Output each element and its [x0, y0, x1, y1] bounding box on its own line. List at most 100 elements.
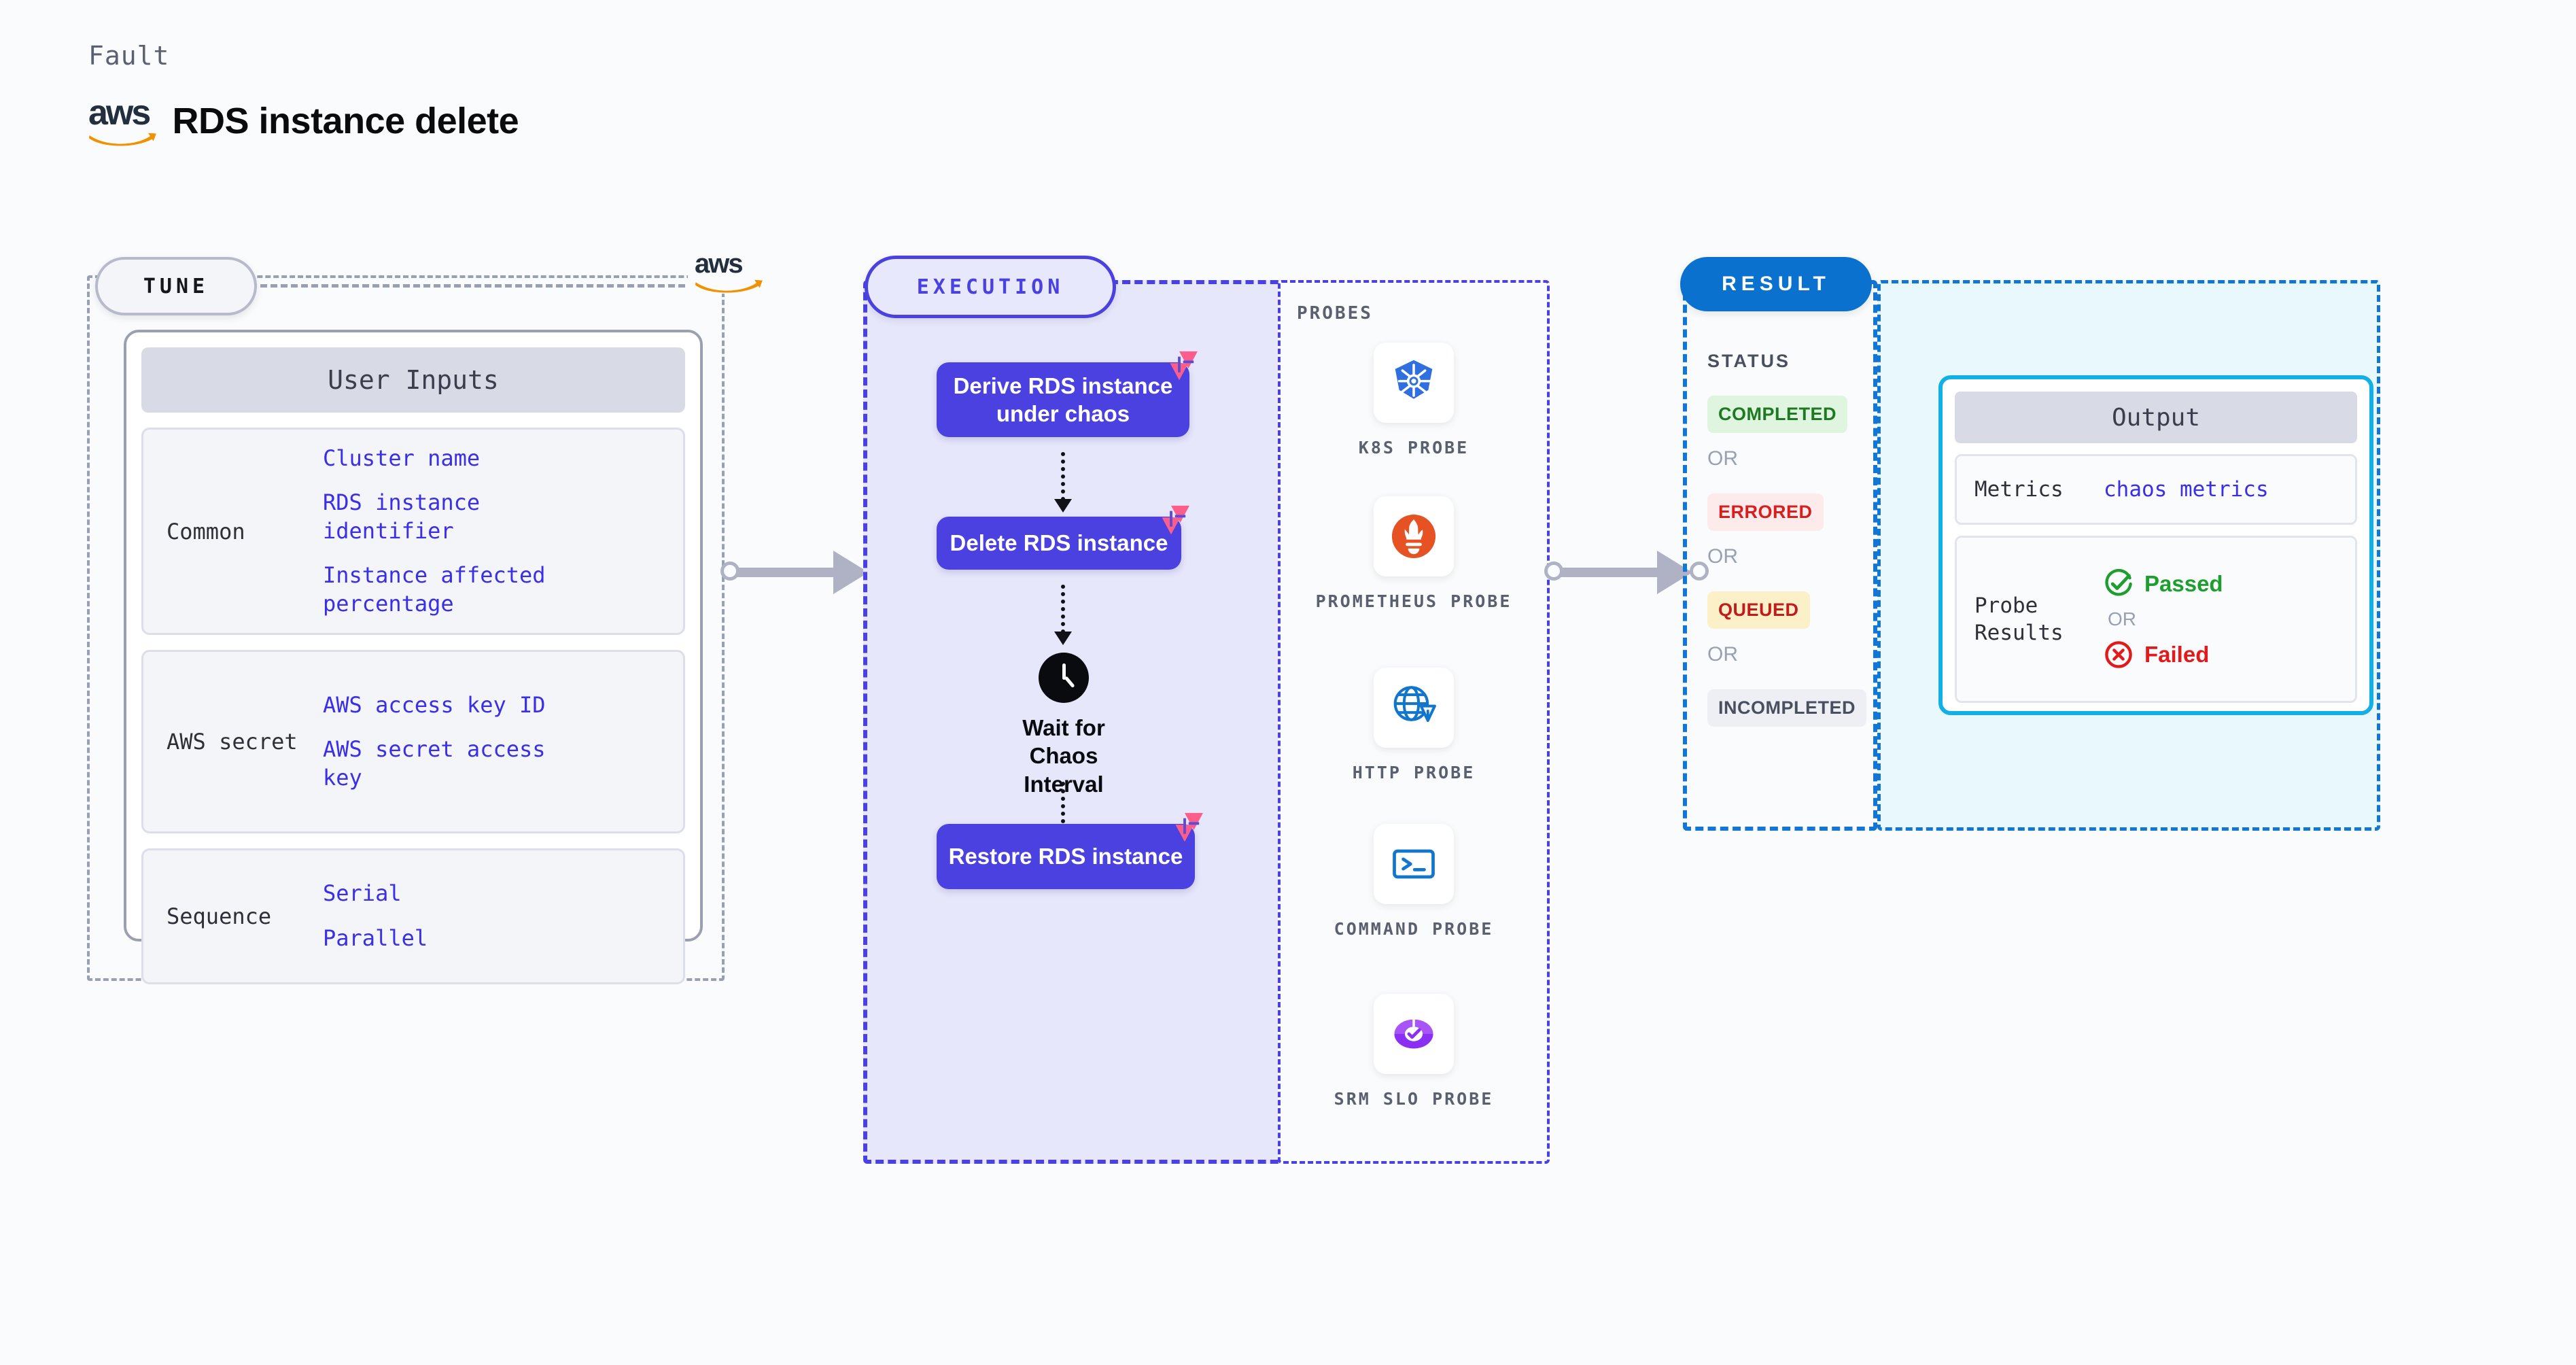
litmus-mark-icon	[1162, 505, 1189, 535]
row-value[interactable]: Cluster name	[323, 445, 481, 471]
aws-smile-icon	[88, 133, 156, 146]
table-row: Common Cluster name RDS instance identif…	[141, 428, 685, 635]
execution-step[interactable]: Delete RDS instance	[937, 505, 1189, 570]
connector-end-dot	[1690, 561, 1709, 581]
title-row: aws RDS instance delete	[88, 95, 519, 147]
status-badge-queued[interactable]: QUEUED	[1707, 591, 1810, 629]
terminal-icon	[1393, 849, 1435, 879]
row-value[interactable]: Parallel	[323, 925, 428, 951]
fault-kicker: Fault	[88, 41, 170, 71]
wait-for-chaos-node[interactable]: Wait for Chaos Interval	[992, 653, 1135, 798]
probe-label: PROMETHEUS PROBE	[1315, 591, 1512, 611]
probe-result-passed: Passed	[2104, 569, 2223, 599]
probe-tile	[1374, 343, 1454, 423]
probe-result-failed: Failed	[2104, 640, 2223, 670]
execution-step-label: Restore RDS instance	[948, 844, 1183, 869]
output-row-key: Probe Results	[1974, 593, 2064, 645]
output-row-value[interactable]: chaos metrics	[2104, 477, 2269, 502]
probe-label: K8S PROBE	[1358, 438, 1469, 457]
status-badge-label: INCOMPLETED	[1718, 697, 1856, 718]
flow-arrow-head-icon	[1054, 499, 1072, 513]
row-values: Cluster name RDS instance identifier Ins…	[323, 445, 588, 619]
status-title: STATUS	[1707, 351, 1790, 371]
clock-icon	[1039, 653, 1089, 703]
litmus-mark-icon	[1175, 812, 1203, 842]
output-card: Output Metrics chaos metrics Probe Resul…	[1938, 375, 2373, 715]
status-badge-label: QUEUED	[1718, 600, 1799, 620]
status-or-2: OR	[1707, 545, 1738, 568]
row-value[interactable]: Instance affected percentage	[323, 562, 546, 617]
execution-step[interactable]: Derive RDS instance under chaos	[937, 351, 1198, 437]
aws-wordmark: aws	[88, 93, 151, 133]
row-value[interactable]: Serial	[323, 880, 402, 907]
flow-arrow-line	[1061, 782, 1069, 831]
probe-failed-label: Failed	[2144, 642, 2210, 667]
row-key: Sequence	[167, 903, 272, 929]
user-inputs-title: User Inputs	[141, 347, 685, 413]
srm-slo-icon	[1394, 1019, 1433, 1049]
flow-arrow-line	[1061, 452, 1069, 501]
flow-arrow-line	[1061, 585, 1069, 634]
probe-tile	[1374, 668, 1454, 748]
probe-label: HTTP PROBE	[1352, 763, 1476, 782]
connector-bar	[1561, 568, 1669, 577]
probe-item-k8s[interactable]: K8S PROBE	[1312, 343, 1516, 460]
row-value[interactable]: AWS access key ID	[323, 691, 546, 718]
http-globe-icon	[1393, 686, 1436, 723]
execution-step[interactable]: Restore RDS instance	[937, 812, 1203, 889]
execution-step-label: Derive RDS instance under chaos	[953, 373, 1173, 426]
probe-result-values: Passed OR Failed	[2104, 569, 2223, 670]
output-row-metrics: Metrics chaos metrics	[1955, 454, 2357, 525]
connector-bar	[737, 568, 846, 577]
wait-node-label: Wait for Chaos Interval	[1022, 715, 1105, 797]
execution-step-label: Delete RDS instance	[950, 530, 1168, 556]
status-or-1: OR	[1707, 447, 1738, 470]
output-row-key: Metrics	[1974, 477, 2064, 502]
phase-badge-result[interactable]: RESULT	[1680, 257, 1872, 311]
connector-arrow-icon	[833, 551, 869, 594]
probe-label: COMMAND PROBE	[1334, 919, 1494, 939]
status-badge-label: ERRORED	[1718, 502, 1813, 522]
status-badge-completed[interactable]: COMPLETED	[1707, 396, 1848, 433]
status-badge-errored[interactable]: ERRORED	[1707, 494, 1824, 531]
tune-aws-smile-icon	[695, 279, 763, 293]
tune-aws-logo-icon: aws	[688, 250, 771, 294]
check-circle-icon	[2105, 569, 2132, 596]
tune-aws-wordmark: aws	[695, 249, 744, 279]
table-row: AWS secret AWS access key ID AWS secret …	[141, 650, 685, 833]
status-or-3: OR	[1707, 643, 1738, 666]
output-title: Output	[1955, 392, 2357, 443]
x-circle-icon	[2105, 641, 2132, 668]
status-badge-incompleted[interactable]: INCOMPLETED	[1707, 689, 1867, 727]
probe-tile	[1374, 994, 1454, 1074]
probe-item-command[interactable]: COMMAND PROBE	[1312, 824, 1516, 941]
row-key: AWS secret	[167, 729, 298, 755]
probe-tile	[1374, 496, 1454, 576]
phase-badge-execution-label: EXECUTION	[916, 275, 1064, 299]
page-header: Fault aws RDS instance delete	[88, 41, 519, 147]
user-inputs-card: User Inputs Common Cluster name RDS inst…	[124, 330, 703, 984]
probe-result-or: OR	[2108, 608, 2136, 629]
probe-label: SRM SLO PROBE	[1334, 1089, 1494, 1109]
phase-badge-execution[interactable]: EXECUTION	[865, 256, 1116, 318]
probe-passed-label: Passed	[2144, 571, 2223, 596]
probe-item-http[interactable]: HTTP PROBE	[1312, 668, 1516, 784]
status-badge-label: COMPLETED	[1718, 404, 1837, 424]
row-value[interactable]: AWS secret access key	[323, 736, 546, 791]
kubernetes-icon	[1395, 360, 1433, 399]
probe-item-prometheus[interactable]: PROMETHEUS PROBE	[1312, 496, 1516, 613]
phase-badge-tune-label: TUNE	[143, 274, 209, 298]
row-values: AWS access key ID AWS secret access key	[323, 691, 588, 793]
probe-tile	[1374, 824, 1454, 904]
flow-arrow-head-icon	[1054, 632, 1072, 645]
phase-badge-tune[interactable]: TUNE	[95, 257, 257, 315]
row-values: Serial Parallel	[323, 880, 428, 952]
page-title: RDS instance delete	[172, 101, 519, 141]
phase-badge-result-label: RESULT	[1722, 273, 1830, 295]
probe-item-srm-slo[interactable]: SRM SLO PROBE	[1312, 994, 1516, 1111]
litmus-mark-icon	[1170, 351, 1198, 381]
tune-connector-line	[250, 284, 726, 288]
table-row: Sequence Serial Parallel	[141, 848, 685, 984]
row-value[interactable]: RDS instance identifier	[323, 489, 481, 544]
prometheus-icon	[1391, 514, 1436, 559]
